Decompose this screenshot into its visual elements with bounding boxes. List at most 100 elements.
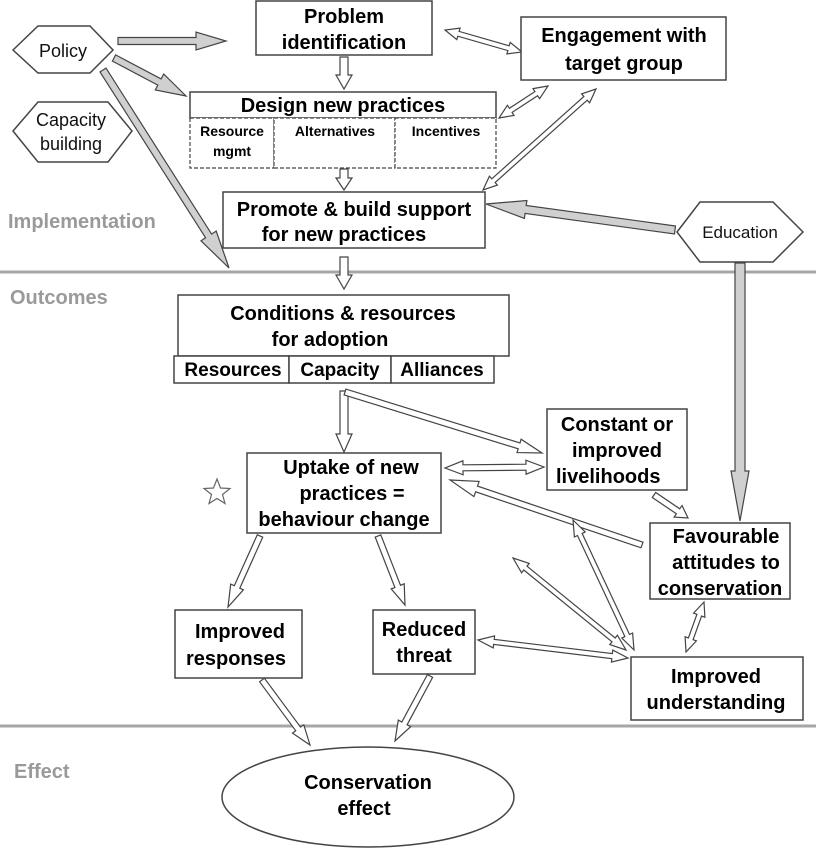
conditions-cell-capacity-label: Capacity [300, 360, 380, 381]
node-problem-identification-line1: Problem [304, 6, 384, 28]
node-uptake-line1: Uptake of new [283, 457, 419, 479]
node-box [649, 522, 791, 600]
node-understanding-line2: understanding [647, 692, 786, 714]
design-cell-incentives [394, 117, 497, 169]
node-engagement[interactable]: Engagement with target group [520, 16, 727, 81]
node-threat-line1: Reduced [382, 619, 466, 641]
driver-policy-label: Policy [39, 41, 87, 61]
arrow-policy-to-problem [117, 31, 229, 51]
arrow-engagement-design [497, 85, 550, 119]
arrow-understanding-to-uptake-a [511, 556, 628, 652]
node-engagement-line2: target group [565, 53, 683, 75]
arrow-understanding-threat [476, 635, 630, 663]
node-box [520, 16, 727, 81]
design-cell-alternatives-label: Alternatives [295, 123, 375, 139]
arrow-promote-to-conditions [334, 256, 354, 291]
node-engagement-line1: Engagement with [541, 25, 707, 47]
hexagon-shape [676, 201, 805, 263]
node-reduced-threat[interactable]: Reduced threat [372, 609, 476, 675]
conditions-cell-resources [173, 355, 290, 384]
node-box [174, 609, 303, 679]
driver-policy[interactable]: Policy [11, 25, 115, 74]
node-conditions-line1: Conditions & resources [230, 303, 456, 325]
arrow-uptake-livelihoods [443, 459, 546, 476]
node-conservation-effect[interactable]: Conservation effect [221, 746, 515, 848]
design-cell-resource-mgmt-line1: Resource [200, 123, 264, 139]
arrow-education-to-attitudes [730, 262, 750, 522]
node-box [255, 0, 433, 56]
arrow-education-to-promote [485, 199, 677, 235]
node-promote-line2: for new practices [262, 224, 427, 246]
node-conditions-resources[interactable]: Conditions & resources for adoption Reso… [173, 294, 510, 384]
node-understanding-line1: Improved [671, 666, 761, 688]
arrow-threat-to-effect [394, 673, 434, 743]
arrows-layer [99, 27, 750, 747]
arrow-uptake-to-threat [374, 534, 406, 607]
node-uptake-line2: practices = [299, 483, 404, 505]
node-box [630, 656, 804, 721]
node-box [177, 294, 510, 357]
node-box [246, 452, 442, 534]
design-cell-incentives-label: Incentives [412, 123, 481, 139]
arrow-problem-to-design [334, 56, 354, 91]
node-conditions-line2: for adoption [272, 329, 389, 351]
node-conservation-effect-line1: Conservation [304, 772, 432, 794]
conditions-cell-alliances-label: Alliances [400, 360, 483, 381]
node-livelihoods[interactable]: Constant or improved livelihoods [546, 408, 688, 491]
driver-capacity-building-label-line1: Capacity [36, 110, 106, 130]
node-responses-line2: responses [186, 648, 286, 670]
node-design-new-practices[interactable]: Design new practices Resource mgmt Alter… [189, 91, 497, 169]
node-favourable-attitudes[interactable]: Favourable attitudes to conservation [649, 522, 791, 600]
arrow-responses-to-effect [258, 677, 312, 747]
node-uptake-line3: behaviour change [258, 509, 429, 531]
node-livelihoods-line3: livelihoods [556, 466, 660, 488]
node-conservation-effect-line2: effect [337, 798, 391, 820]
driver-capacity-building[interactable]: Capacity building [12, 101, 133, 163]
node-promote-line1: Promote & build support [237, 199, 472, 221]
arrow-understanding-attitudes [684, 600, 706, 654]
node-uptake-behaviour-change[interactable]: Uptake of new practices = behaviour chan… [246, 452, 442, 534]
hexagon-shape [12, 101, 133, 163]
node-attitudes-line1: Favourable [673, 526, 780, 548]
node-problem-identification[interactable]: Problem identification [255, 0, 433, 56]
arrow-attitudes-to-uptake [447, 479, 644, 549]
section-label-implementation: Implementation [8, 211, 156, 233]
node-attitudes-line3: conservation [658, 578, 782, 600]
node-improved-understanding[interactable]: Improved understanding [630, 656, 804, 721]
arrow-problem-engagement [443, 27, 524, 55]
conditions-cell-resources-label: Resources [184, 360, 281, 381]
node-improved-responses[interactable]: Improved responses [174, 609, 303, 679]
section-label-effect: Effect [14, 761, 70, 783]
star-icon [202, 477, 232, 505]
node-promote-support[interactable]: Promote & build support for new practice… [222, 191, 486, 249]
node-box [189, 91, 497, 119]
driver-capacity-building-label-line2: building [40, 134, 102, 154]
node-design-title: Design new practices [241, 95, 446, 117]
arrow-uptake-to-responses [227, 534, 264, 609]
node-livelihoods-line1: Constant or [561, 414, 673, 436]
design-cell-resource-mgmt-line2: mgmt [213, 143, 251, 159]
design-cell-alternatives [273, 117, 396, 169]
arrow-understanding-to-uptake-b [572, 518, 635, 652]
arrow-engagement-promote [481, 87, 598, 192]
node-box [222, 191, 486, 249]
hexagon-shape [11, 25, 115, 74]
arrow-policy-to-design [111, 54, 188, 97]
node-box [546, 408, 688, 491]
node-attitudes-line2: attitudes to [672, 552, 780, 574]
section-label-outcomes: Outcomes [10, 287, 108, 309]
conditions-cell-capacity [288, 355, 392, 384]
arrow-livelihoods-to-attitudes [651, 491, 689, 519]
node-responses-line1: Improved [195, 621, 285, 643]
node-threat-line2: threat [396, 645, 452, 667]
node-livelihoods-line2: improved [572, 440, 662, 462]
node-problem-identification-line2: identification [282, 32, 406, 54]
design-cell-resource-mgmt [189, 117, 275, 169]
conditions-cell-alliances [390, 355, 495, 384]
arrow-policy-to-promote [99, 67, 230, 269]
driver-education[interactable]: Education [676, 201, 805, 263]
arrow-conditions-to-livelihoods [343, 388, 545, 454]
driver-education-label: Education [702, 223, 778, 242]
